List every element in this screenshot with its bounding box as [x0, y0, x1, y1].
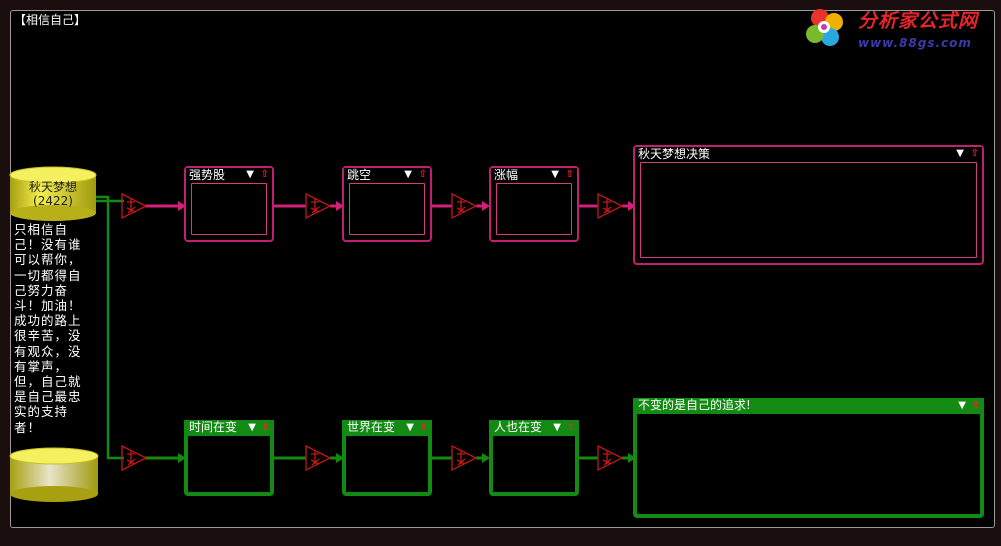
- gate-icon[interactable]: [597, 192, 624, 220]
- story-line: 有掌声，: [14, 358, 69, 374]
- story-line: 成功的路上: [14, 313, 82, 329]
- gate-icon[interactable]: [121, 444, 148, 472]
- source-cylinder-top[interactable]: [9, 166, 97, 221]
- story-line: 己努力奋: [14, 282, 69, 298]
- decision-body[interactable]: [637, 414, 980, 514]
- node-title: 涨幅: [491, 168, 577, 182]
- story-line: 己！没有谁: [14, 237, 82, 253]
- decision-title: 不变的是自己的追求!: [633, 398, 984, 414]
- story-line: 很辛苦，没: [14, 328, 82, 344]
- decision-body[interactable]: [640, 162, 977, 258]
- top-node-2[interactable]: 跳空 ▼ ⇧: [342, 166, 432, 242]
- logo-brand-text: 分析家公式网: [858, 10, 979, 32]
- up-arrow-icon[interactable]: ⇧: [260, 169, 269, 180]
- story-text: 只相信自己！没有谁可以帮你，一切都得自己努力奋斗！加油！成功的路上很辛苦，没有观…: [14, 222, 102, 435]
- green-wire-source: [96, 195, 124, 460]
- story-line: 只相信自: [14, 222, 69, 237]
- gate-icon[interactable]: [121, 192, 148, 220]
- gates: [121, 192, 624, 472]
- up-arrow-icon[interactable]: ⇧: [566, 422, 575, 433]
- dropdown-icon[interactable]: ▼: [404, 169, 412, 180]
- dropdown-icon[interactable]: ▼: [956, 148, 964, 159]
- up-arrow-icon[interactable]: ⇧: [261, 422, 270, 433]
- node-title: 跳空: [344, 168, 430, 182]
- node-title: 世界在变: [342, 420, 432, 436]
- gate-icon[interactable]: [305, 444, 332, 472]
- top-node-1[interactable]: 强势股 ▼ ⇧: [184, 166, 274, 242]
- gate-icon[interactable]: [305, 192, 332, 220]
- node-body[interactable]: [496, 183, 572, 235]
- gate-icon[interactable]: [597, 444, 624, 472]
- node-body[interactable]: [346, 436, 428, 492]
- bottom-decision-node[interactable]: 不变的是自己的追求! ▼ ⇧: [633, 398, 984, 518]
- story-line: 有观众，没: [14, 343, 82, 359]
- node-title: 强势股: [186, 168, 272, 182]
- node-body[interactable]: [188, 436, 270, 492]
- source-cylinder-bottom[interactable]: [9, 447, 99, 502]
- gate-icon[interactable]: [451, 444, 478, 472]
- top-decision-node[interactable]: 秋天梦想决策 ▼ ⇧: [633, 145, 984, 265]
- story-line: 但，自己就: [14, 374, 82, 390]
- node-body[interactable]: [191, 183, 267, 235]
- up-arrow-icon[interactable]: ⇧: [970, 148, 979, 159]
- up-arrow-icon[interactable]: ⇧: [565, 169, 574, 180]
- dropdown-icon[interactable]: ▼: [248, 422, 256, 433]
- green-arrowheads: [178, 453, 636, 463]
- bottom-node-3[interactable]: 人也在变 ▼ ⇧: [489, 420, 579, 496]
- dropdown-icon[interactable]: ▼: [551, 169, 559, 180]
- node-title: 时间在变: [184, 420, 274, 436]
- gate-icon[interactable]: [451, 192, 478, 220]
- source-name: 秋天梦想: [28, 180, 77, 194]
- site-logo: 分析家公式网 www.88gs.com: [800, 2, 998, 54]
- flower-logo-icon: [806, 9, 843, 46]
- top-node-3[interactable]: 涨幅 ▼ ⇧: [489, 166, 579, 242]
- node-body[interactable]: [493, 436, 575, 492]
- node-title: 人也在变: [489, 420, 579, 436]
- source-code: (2422): [33, 194, 73, 208]
- up-arrow-icon[interactable]: ⇧: [971, 400, 980, 411]
- story-line: 实的支持: [14, 404, 69, 420]
- node-body[interactable]: [349, 183, 425, 235]
- decision-title: 秋天梦想决策: [635, 147, 982, 161]
- story-line: 是自己最忠: [14, 389, 82, 405]
- story-line: 者！: [14, 419, 42, 435]
- dropdown-icon[interactable]: ▼: [246, 169, 254, 180]
- dropdown-icon[interactable]: ▼: [406, 422, 414, 433]
- story-line: 斗！加油！: [14, 298, 82, 314]
- source-label: 秋天梦想 (2422): [10, 180, 96, 208]
- story-line: 一切都得自: [14, 267, 82, 283]
- dropdown-icon[interactable]: ▼: [553, 422, 561, 433]
- dropdown-icon[interactable]: ▼: [958, 400, 966, 411]
- logo-url-text: www.88gs.com: [858, 36, 972, 50]
- bottom-node-2[interactable]: 世界在变 ▼ ⇧: [342, 420, 432, 496]
- bottom-node-1[interactable]: 时间在变 ▼ ⇧: [184, 420, 274, 496]
- up-arrow-icon[interactable]: ⇧: [419, 422, 428, 433]
- workspace-title: 【相信自己】: [14, 13, 87, 27]
- up-arrow-icon[interactable]: ⇧: [418, 169, 427, 180]
- pink-arrowheads: [178, 201, 636, 211]
- story-line: 可以帮你，: [14, 252, 82, 268]
